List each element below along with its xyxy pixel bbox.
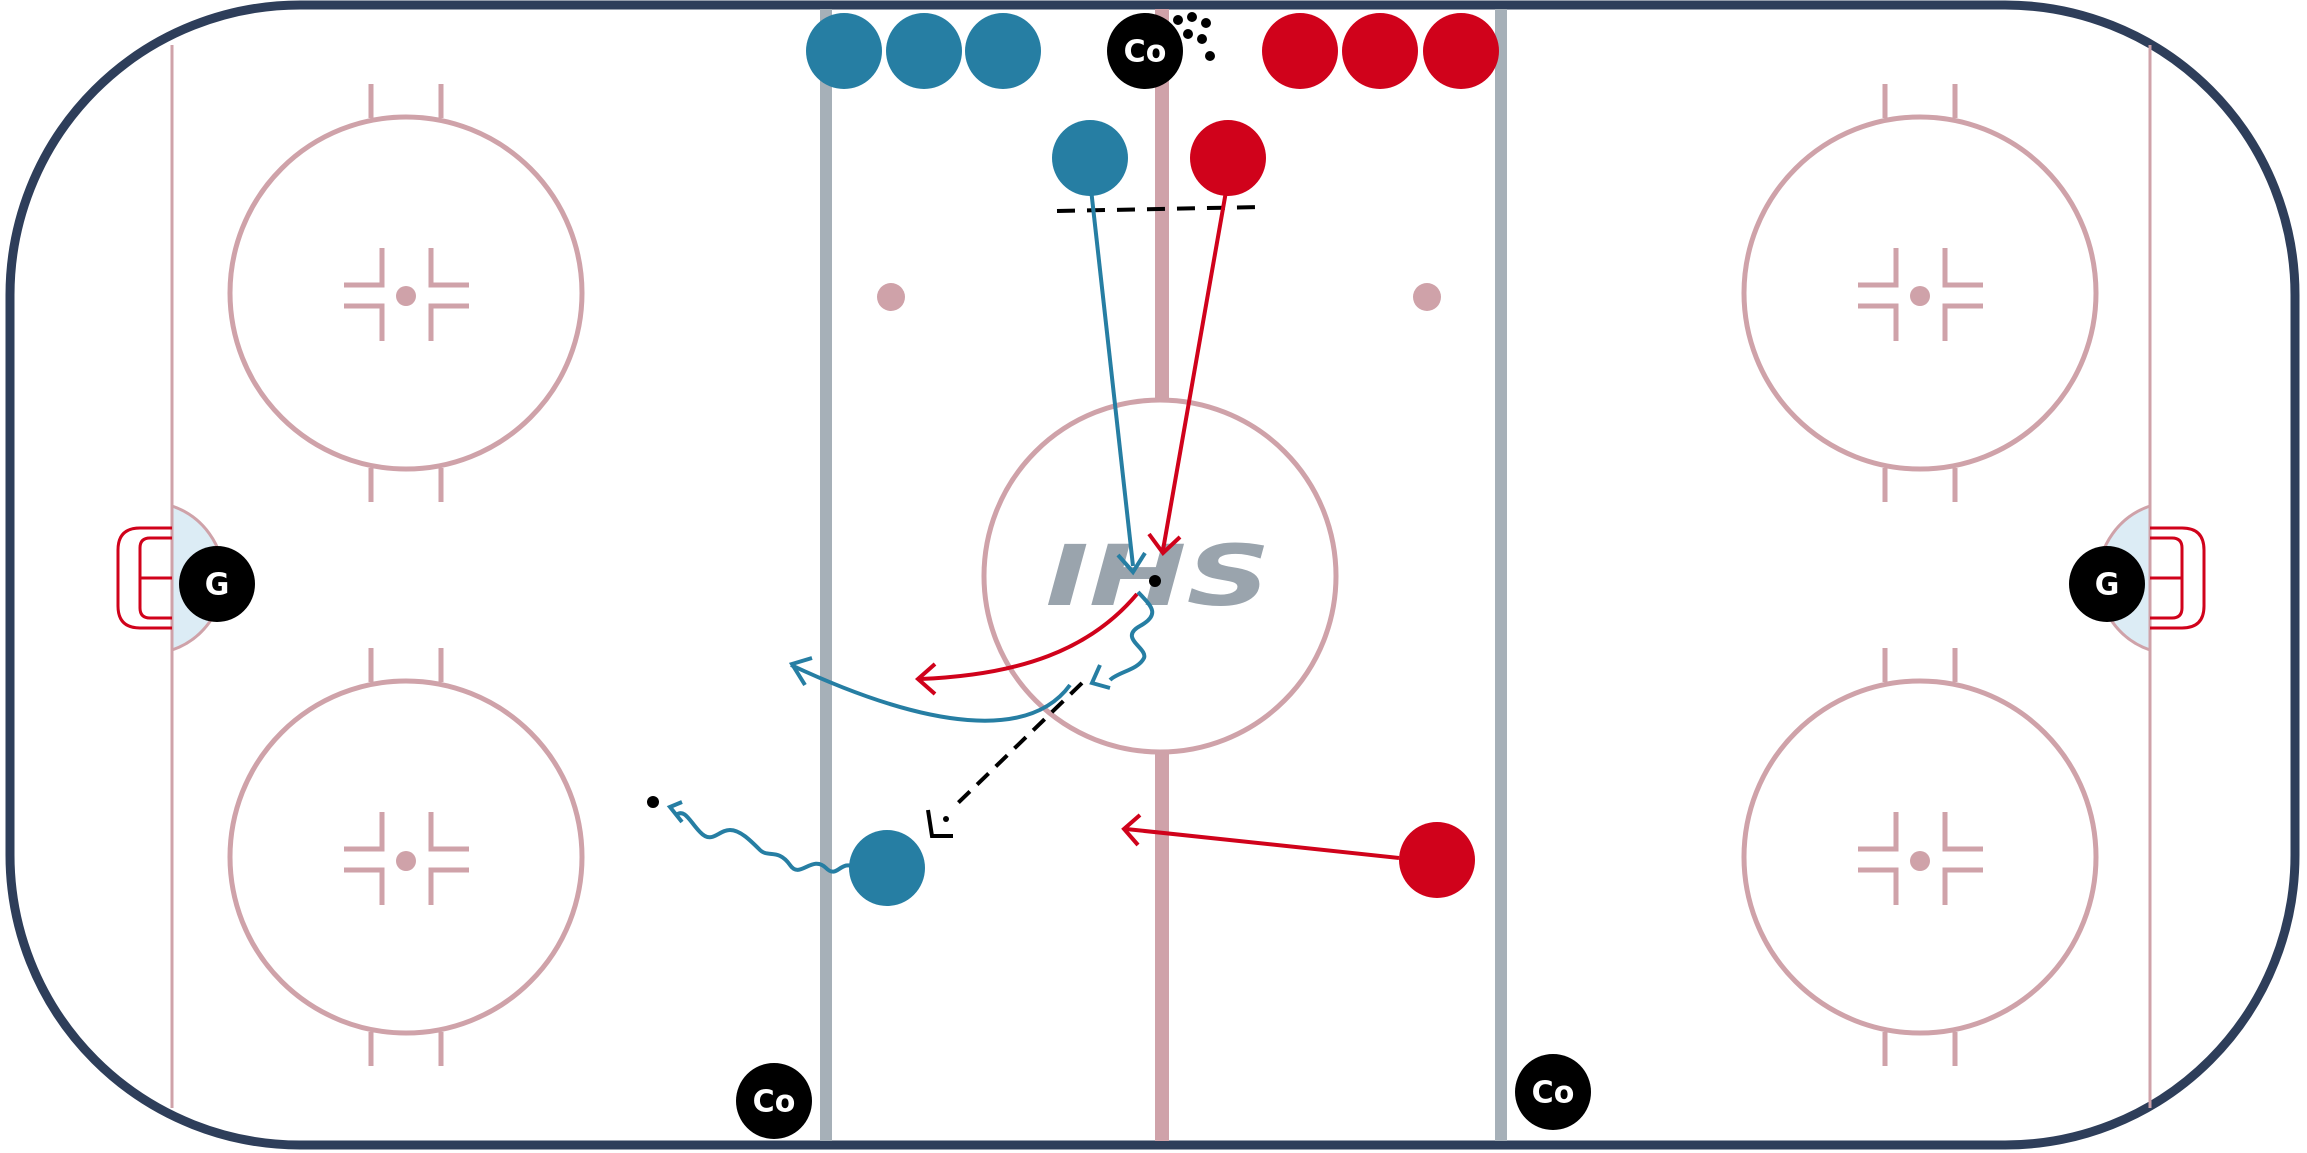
coach-bottom-left: Co	[736, 1063, 812, 1139]
net-left	[116, 526, 172, 630]
player-blue	[1052, 120, 1128, 196]
player-red	[1399, 822, 1475, 898]
bench-player-red	[1342, 13, 1418, 89]
faceoff-circle-bottom-left	[227, 648, 585, 1066]
bench-player-red	[1262, 13, 1338, 89]
blue-puck-carry-1	[1089, 590, 1155, 690]
start-line-dashed	[1056, 205, 1262, 213]
bench-red	[1262, 13, 1499, 89]
coach-label: Co	[753, 1085, 796, 1120]
player-red	[1190, 120, 1266, 196]
bench-player-blue	[806, 13, 882, 89]
blue-puck-carry-2	[666, 800, 858, 874]
coach-label: Co	[1124, 35, 1167, 70]
faceoff-circle-top-left	[227, 84, 585, 502]
goalie-right: G	[2069, 546, 2145, 622]
pass-line-dashed	[926, 681, 1084, 838]
puck	[1149, 575, 1161, 587]
puck	[647, 796, 659, 808]
red-skate-path-3	[1121, 813, 1400, 860]
coach-bottom-right: Co	[1515, 1054, 1591, 1130]
coach-label: Co	[1532, 1076, 1575, 1111]
bench-player-blue	[886, 13, 962, 89]
player-blue	[849, 830, 925, 906]
coach-top: Co	[1107, 13, 1183, 89]
red-skate-path-1	[1147, 179, 1230, 557]
red-skate-path-2	[914, 592, 1139, 696]
faceoff-circle-bottom-right	[1741, 648, 2099, 1066]
bench-player-blue	[965, 13, 1041, 89]
bench-player-red	[1423, 13, 1499, 89]
neutral-dot-left	[877, 283, 905, 311]
blue-skate-path-1	[1088, 179, 1147, 576]
neutral-dot-right	[1413, 283, 1441, 311]
goalie-left: G	[179, 546, 255, 622]
net-right	[2150, 526, 2206, 630]
center-circle	[981, 397, 1339, 755]
goalie-label: G	[2095, 568, 2120, 603]
bench-blue	[806, 13, 1041, 89]
goalie-label: G	[205, 568, 230, 603]
blue-skate-path-2	[788, 656, 1072, 723]
puck-pile	[1173, 12, 1215, 61]
faceoff-circle-top-right	[1741, 84, 2099, 502]
